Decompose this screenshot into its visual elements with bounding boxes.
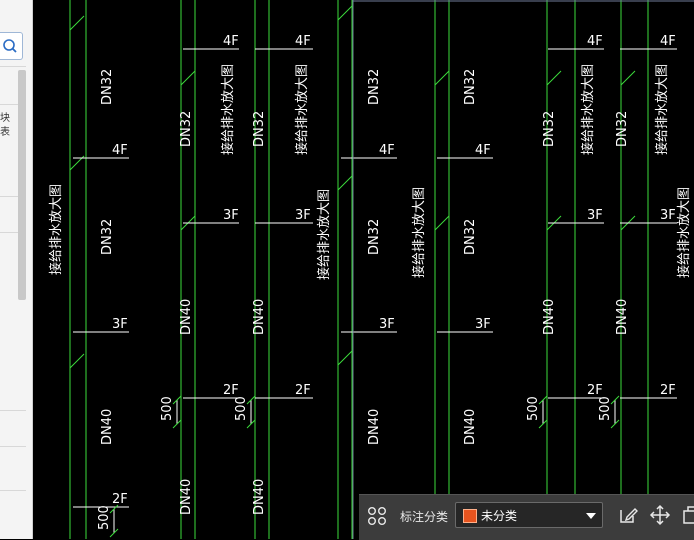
floor-level-label: 3F xyxy=(475,317,491,332)
floor-level-label: 4F xyxy=(379,143,395,158)
move-icon[interactable] xyxy=(649,504,671,526)
pipe-size-label: DN32 xyxy=(542,111,557,147)
detail-reference-label: 接给排水放大图 xyxy=(676,187,692,278)
floor-level-label: 3F xyxy=(112,317,128,332)
pipe-tick xyxy=(434,215,450,231)
pipe-tick xyxy=(337,350,353,366)
detail-reference-label: 接给排水放大图 xyxy=(48,184,64,275)
panel-divider xyxy=(0,196,26,197)
side-panel: 块 表 xyxy=(0,0,33,539)
pipe-size-label: DN32 xyxy=(463,219,478,255)
pipe-tick xyxy=(337,175,353,191)
category-select[interactable]: 未分类 xyxy=(455,502,603,528)
annotation-toolbar: 标注分类 未分类 xyxy=(359,494,694,540)
detail-reference-label: 接给排水放大图 xyxy=(220,64,236,155)
pipe-size-label: DN32 xyxy=(100,219,115,255)
pipe-size-label: DN32 xyxy=(252,111,267,147)
pipe-size-label: DN40 xyxy=(179,299,194,335)
pipe-size-label: DN32 xyxy=(367,69,382,105)
chevron-down-icon xyxy=(586,513,596,519)
dimension-tick xyxy=(172,419,182,429)
dimension-tick xyxy=(610,419,620,429)
pipe-tick xyxy=(69,353,85,369)
panel-truncated-text: 块 表 xyxy=(0,113,10,138)
panel-divider xyxy=(0,410,26,411)
pipe-size-label: DN32 xyxy=(367,219,382,255)
dimension-tick xyxy=(109,504,119,514)
floor-level-label: 3F xyxy=(587,208,603,223)
panel-divider xyxy=(0,490,26,491)
pipe-size-label: DN40 xyxy=(252,299,267,335)
copy-icon[interactable] xyxy=(681,504,694,526)
floor-level-label: 2F xyxy=(295,383,311,398)
pipe-tick xyxy=(69,15,85,31)
panel-divider xyxy=(0,104,26,105)
dimension-label: 500 xyxy=(234,396,249,421)
pipe-size-label: DN40 xyxy=(100,409,115,445)
floor-level-label: 4F xyxy=(475,143,491,158)
floor-level-label: 2F xyxy=(660,383,676,398)
pipe-size-label: DN40 xyxy=(615,299,630,335)
category-color-swatch xyxy=(463,509,477,523)
dimension-label: 500 xyxy=(526,396,541,421)
floor-level-label: 4F xyxy=(112,143,128,158)
detail-reference-label: 接给排水放大图 xyxy=(654,64,670,155)
search-button[interactable] xyxy=(0,32,23,60)
pipe-size-label: DN40 xyxy=(252,479,267,515)
panel-divider xyxy=(0,446,26,447)
dimension-tick xyxy=(610,395,620,405)
floor-level-label: 2F xyxy=(112,492,128,507)
edit-icon[interactable] xyxy=(617,504,639,526)
pipe-tick xyxy=(546,70,562,86)
floor-level-label: 2F xyxy=(223,383,239,398)
pipe-tick xyxy=(180,70,196,86)
pipe-tick xyxy=(337,5,353,21)
floor-level-label: 4F xyxy=(660,34,676,49)
pipe-size-label: DN32 xyxy=(179,111,194,147)
detail-reference-label: 接给排水放大图 xyxy=(316,189,332,280)
cad-drawing: 4F 4F 4F 4F 4F 4F 4F 3F 3F 3F 3F 3F 3F 3F 2F 2F 2F 2F 2F DN… xyxy=(48,0,694,539)
dimension-tick xyxy=(538,419,548,429)
pipe-size-label: DN40 xyxy=(367,409,382,445)
annotation-grid-icon[interactable] xyxy=(367,506,387,526)
panel-divider xyxy=(0,232,26,233)
floor-level-label: 4F xyxy=(223,34,239,49)
pipe-size-label: DN40 xyxy=(542,299,557,335)
detail-reference-label: 接给排水放大图 xyxy=(411,187,427,278)
dimension-tick xyxy=(538,395,548,405)
panel-scrollbar[interactable] xyxy=(18,70,26,300)
detail-reference-label: 接给排水放大图 xyxy=(294,64,310,155)
annotation-category-label: 标注分类 xyxy=(400,510,449,524)
dimension-label: 500 xyxy=(598,396,613,421)
dimension-label: 500 xyxy=(160,396,175,421)
dimension-tick xyxy=(109,528,119,538)
floor-level-label: 3F xyxy=(660,208,676,223)
floor-level-label: 3F xyxy=(295,208,311,223)
dimension-tick xyxy=(246,395,256,405)
dimension-tick xyxy=(246,419,256,429)
pipe-tick xyxy=(620,70,636,86)
detail-reference-label: 接给排水放大图 xyxy=(580,64,596,155)
floor-level-label: 3F xyxy=(379,317,395,332)
pipe-size-label: DN40 xyxy=(179,479,194,515)
pipe-tick xyxy=(434,70,450,86)
floor-level-label: 2F xyxy=(587,383,603,398)
pipe-size-label: DN40 xyxy=(463,409,478,445)
dimension-label: 500 xyxy=(97,505,112,530)
pipe-size-label: DN32 xyxy=(100,69,115,105)
pipe-size-label: DN32 xyxy=(615,111,630,147)
category-selected-value: 未分类 xyxy=(481,509,518,523)
floor-level-label: 3F xyxy=(223,208,239,223)
dimension-tick xyxy=(172,395,182,405)
floor-level-label: 4F xyxy=(295,34,311,49)
floor-level-label: 4F xyxy=(587,34,603,49)
search-icon xyxy=(3,39,17,53)
drawing-canvas[interactable]: 4F 4F 4F 4F 4F 4F 4F 3F 3F 3F 3F 3F 3F 3F 2F 2F 2F 2F 2F DN… xyxy=(33,0,694,539)
panel-divider xyxy=(0,66,26,67)
pipe-size-label: DN32 xyxy=(463,69,478,105)
